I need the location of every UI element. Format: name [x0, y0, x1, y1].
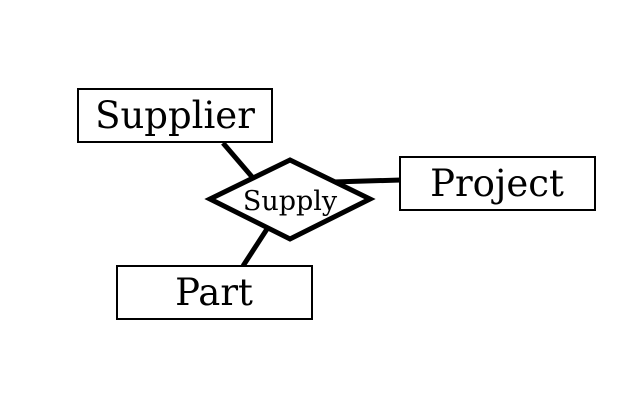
entity-part[interactable]: Part [116, 265, 313, 320]
relationship-supply[interactable]: Supply [204, 157, 376, 242]
entity-part-box [116, 265, 313, 320]
connector-supply-project [332, 177, 402, 185]
entity-supplier-label: Supplier [95, 94, 255, 137]
connector-supply-part [240, 227, 270, 268]
entity-project[interactable]: Project [399, 156, 596, 211]
entity-part-label: Part [175, 271, 253, 314]
entity-project-label: Project [430, 162, 564, 205]
connector-supplier-supply [221, 141, 255, 180]
entity-project-box [399, 156, 596, 211]
entity-supplier[interactable]: Supplier [77, 88, 273, 143]
relationship-supply-label: Supply [243, 186, 338, 217]
relationship-supply-diamond [204, 157, 376, 242]
entity-supplier-box [77, 88, 273, 143]
